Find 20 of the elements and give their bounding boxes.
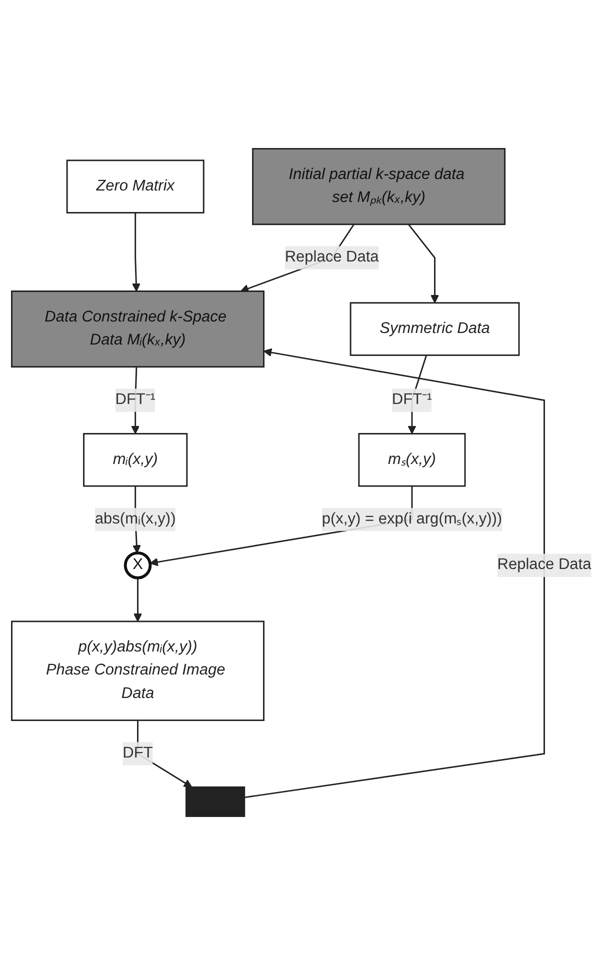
edge-label: abs(mᵢ(x,y))	[94, 510, 176, 528]
arrow	[244, 348, 545, 798]
arrow	[408, 224, 440, 304]
node-circle: X	[124, 551, 152, 580]
edge-label: DFT⁻¹	[392, 392, 432, 408]
node-box	[186, 786, 246, 817]
node-box: Symmetric Data	[350, 302, 520, 356]
edge-label: DFT	[122, 745, 153, 762]
arrow	[134, 578, 142, 622]
edge-label: Replace Data	[284, 249, 379, 266]
edge-label: Replace Data	[497, 556, 592, 574]
node-box: Data Constrained k-Space Data Mᵢ(kₓ,ky)	[11, 290, 264, 368]
node-box: mₛ(x,y)	[358, 432, 466, 487]
node-box: Initial partial k-space data set Mₚₖ(kₓ,ky)	[252, 148, 506, 226]
arrow	[132, 212, 140, 292]
node-box: Zero Matrix	[66, 160, 204, 214]
edge-label: p(x,y) = exp(i arg(mₛ(x,y)))	[322, 510, 502, 528]
node-box: mᵢ(x,y)	[83, 432, 188, 487]
node-box: p(x,y)abs(mᵢ(x,y)) Phase Constrained Image Data	[11, 620, 264, 722]
edge-label: DFT⁻¹	[115, 392, 156, 408]
